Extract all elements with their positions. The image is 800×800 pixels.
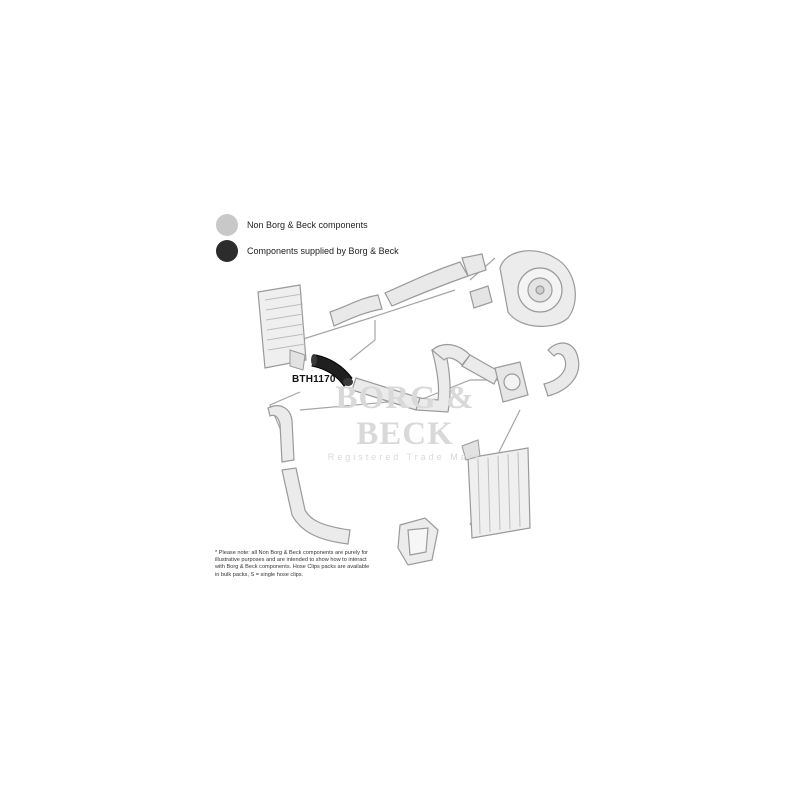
legend-label-non-borg-beck: Non Borg & Beck components <box>247 220 368 230</box>
upper-hose <box>329 253 487 327</box>
legend-grey-dot-icon <box>216 214 238 236</box>
middle-pipe <box>351 343 501 413</box>
footnote: * Please note: all Non Borg & Beck compo… <box>215 550 370 578</box>
turbocharger <box>469 250 576 327</box>
intercooler-lower <box>461 439 531 539</box>
lower-left-hose <box>267 405 351 545</box>
legend-row-borg-beck: Components supplied by Borg & Beck <box>216 240 399 262</box>
legend-row-non-borg-beck: Non Borg & Beck components <box>216 214 368 236</box>
throttle-body <box>494 361 529 403</box>
bth1170-hose <box>311 354 353 387</box>
intercooler-left <box>257 284 307 371</box>
legend-label-borg-beck: Components supplied by Borg & Beck <box>247 246 399 256</box>
right-curved-hose <box>543 342 580 397</box>
part-number-label: BTH1170 <box>292 374 336 385</box>
mounting-bracket <box>397 517 439 566</box>
legend-dark-dot-icon <box>216 240 238 262</box>
connector-lines <box>269 257 521 526</box>
